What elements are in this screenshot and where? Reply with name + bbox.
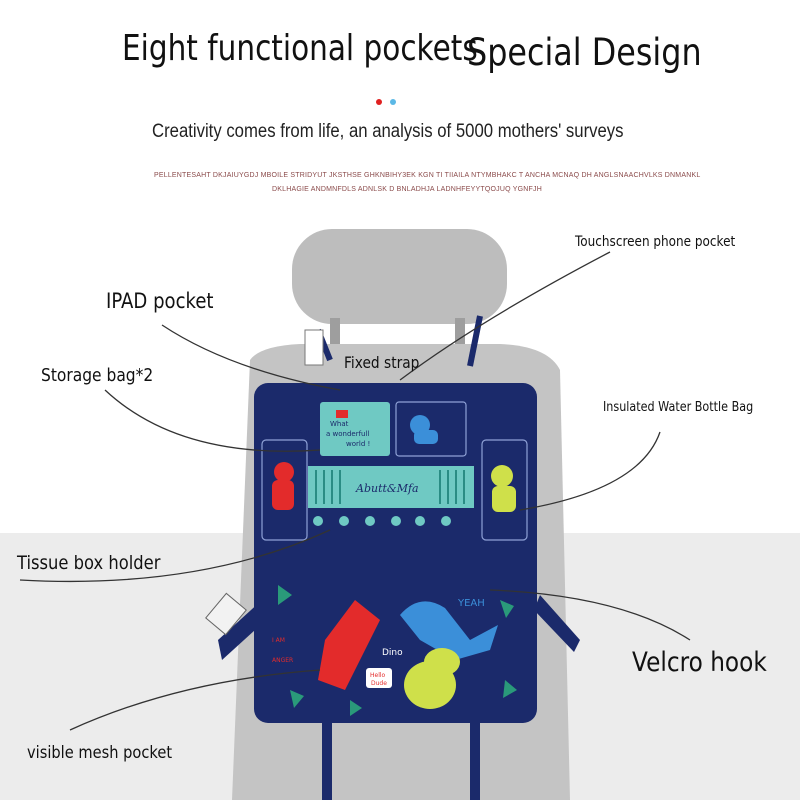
blue-dot — [390, 99, 396, 105]
red-dino — [318, 600, 380, 690]
leader-ipad — [161, 324, 341, 391]
fine-print-line-2: DKLHAGIE ANDMNFDLS ADNLSK D BNLADHJA LAD… — [272, 186, 542, 193]
title-part-2: Special Design — [467, 31, 702, 74]
print-text-dude: Dude — [371, 680, 387, 687]
brand-text: Abutt&Mfa — [355, 482, 419, 495]
leader-mesh — [69, 669, 321, 731]
green-dino-head — [424, 648, 460, 676]
print-text-dino: Dino — [382, 648, 403, 658]
blue-dino — [400, 601, 498, 660]
pocket-text-2: a wonderfull — [326, 430, 369, 438]
pocket-heart-decor — [336, 410, 348, 418]
green-dino-small — [491, 465, 513, 487]
label-water-bottle-bag: Insulated Water Bottle Bag — [603, 400, 754, 415]
subtitle: Creativity comes from life, an analysis … — [152, 121, 624, 142]
label-velcro-hook: Velcro hook — [632, 647, 767, 678]
print-text-i-am: I AM — [272, 637, 285, 644]
print-text-hello: Hello — [370, 672, 386, 679]
headrest-post-left — [330, 318, 340, 348]
fine-print-line-1: PELLENTESAHT DKJAIUYGDJ MBOILE STRIDYUT … — [154, 172, 701, 179]
green-dino-small-body — [492, 486, 516, 512]
water-bottle-bag — [481, 439, 528, 541]
pocket-text-3: world ! — [346, 440, 370, 448]
side-strap-right — [534, 595, 580, 652]
storage-bag-left — [261, 439, 308, 541]
label-mesh-pocket: visible mesh pocket — [27, 743, 173, 763]
leader-storage — [104, 389, 321, 452]
headrest-post-right — [455, 318, 465, 348]
title-part-1: Eight functional pockets — [122, 28, 478, 69]
red-dino-small — [274, 462, 294, 482]
headrest — [292, 229, 507, 324]
tissue-box-holder — [308, 466, 474, 508]
print-text-yeah: YEAH — [457, 598, 485, 609]
leader-phone — [399, 251, 611, 381]
buckle-top — [304, 329, 324, 366]
phone-pocket — [395, 401, 467, 457]
bottom-strap-right — [470, 715, 480, 800]
label-fixed-strap: Fixed strap — [344, 353, 420, 372]
blue-dino-small-body — [414, 430, 438, 444]
label-tissue-box-holder: Tissue box holder — [17, 552, 161, 574]
label-storage-bag: Storage bag*2 — [41, 365, 154, 386]
leader-bottle — [519, 431, 661, 511]
label-ipad-pocket: IPAD pocket — [106, 289, 214, 313]
red-dino-small-body — [272, 480, 294, 510]
side-buckle — [205, 592, 247, 636]
leader-velcro — [489, 589, 691, 641]
red-dot — [376, 99, 382, 105]
hello-dude-sign — [366, 668, 392, 688]
bottom-strap-left — [322, 715, 332, 800]
leader-tissue — [19, 529, 331, 583]
label-phone-pocket: Touchscreen phone pocket — [575, 234, 736, 250]
strap-right — [467, 315, 483, 367]
print-text-anger: ANGER — [272, 657, 293, 664]
pocket-text-1: What — [330, 420, 349, 428]
